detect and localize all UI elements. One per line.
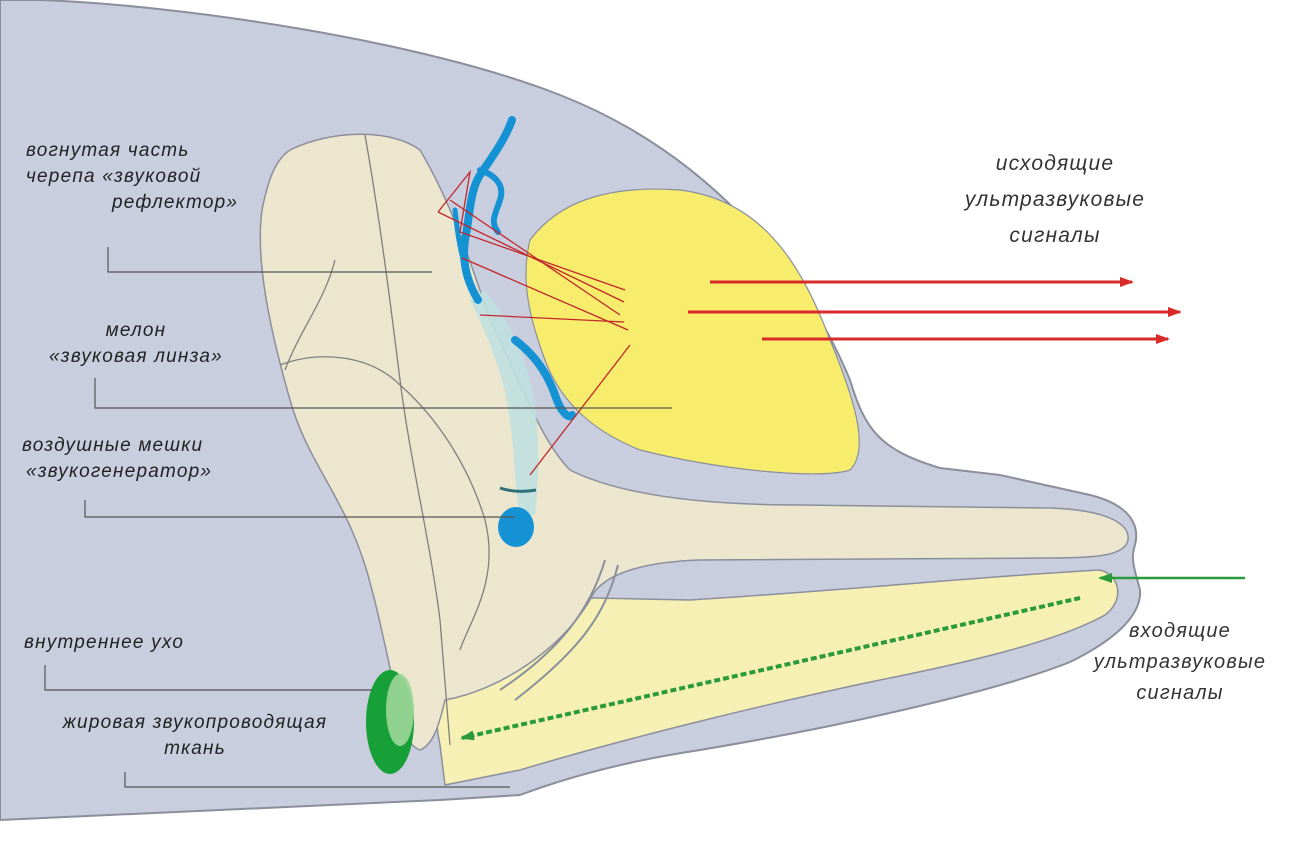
label-inner-ear: внутреннее ухо <box>24 630 184 656</box>
label-line: внутреннее ухо <box>24 630 184 656</box>
label-line: рефлектор» <box>26 190 238 216</box>
air-sac <box>498 507 534 547</box>
label-line: исходящие <box>935 146 1175 182</box>
label-fat-tissue: жировая звукопроводящая ткань <box>20 710 370 762</box>
label-incoming-signals: входящие ультразвуковые сигналы <box>1060 616 1300 709</box>
label-outgoing-signals: исходящие ультразвуковые сигналы <box>935 146 1175 254</box>
label-line: черепа «звуковой <box>26 164 238 190</box>
label-air-sacs: воздушные мешки «звукогенератор» <box>22 433 212 485</box>
label-line: «звуковая линза» <box>20 344 252 370</box>
label-skull-reflector: вогнутая часть черепа «звуковой рефлекто… <box>26 138 238 216</box>
label-line: ультразвуковые <box>1060 647 1300 678</box>
label-line: вогнутая часть <box>26 138 238 164</box>
inner-ear-light <box>386 674 414 746</box>
label-line: жировая звукопроводящая <box>20 710 370 736</box>
label-line: мелон <box>20 318 252 344</box>
label-line: воздушные мешки <box>22 433 212 459</box>
label-line: входящие <box>1060 616 1300 647</box>
label-melon: мелон «звуковая линза» <box>20 318 252 370</box>
label-line: сигналы <box>935 218 1175 254</box>
label-line: «звукогенератор» <box>22 459 212 485</box>
label-line: ткань <box>20 736 370 762</box>
label-line: ультразвуковые <box>935 182 1175 218</box>
label-line: сигналы <box>1060 678 1300 709</box>
